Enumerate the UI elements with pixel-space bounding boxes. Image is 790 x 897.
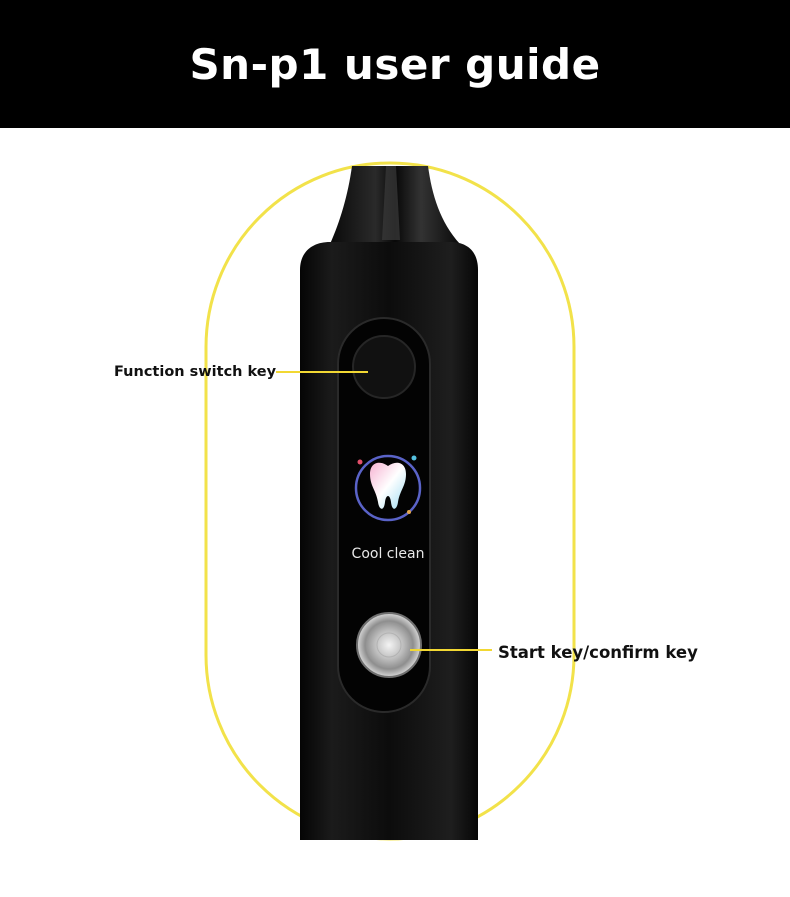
tooth-icon (354, 454, 422, 522)
start-confirm-key[interactable] (356, 612, 422, 678)
brush-head-ridge (382, 166, 400, 240)
header-bar: Sn-p1 user guide (0, 0, 790, 128)
display-mode-label: Cool clean (351, 546, 425, 562)
function-switch-key[interactable] (352, 335, 416, 399)
start-confirm-key-label: Start key/confirm key (498, 643, 698, 662)
control-panel (337, 317, 431, 713)
page-title: Sn-p1 user guide (189, 39, 601, 89)
function-switch-key-label: Function switch key (114, 364, 277, 380)
